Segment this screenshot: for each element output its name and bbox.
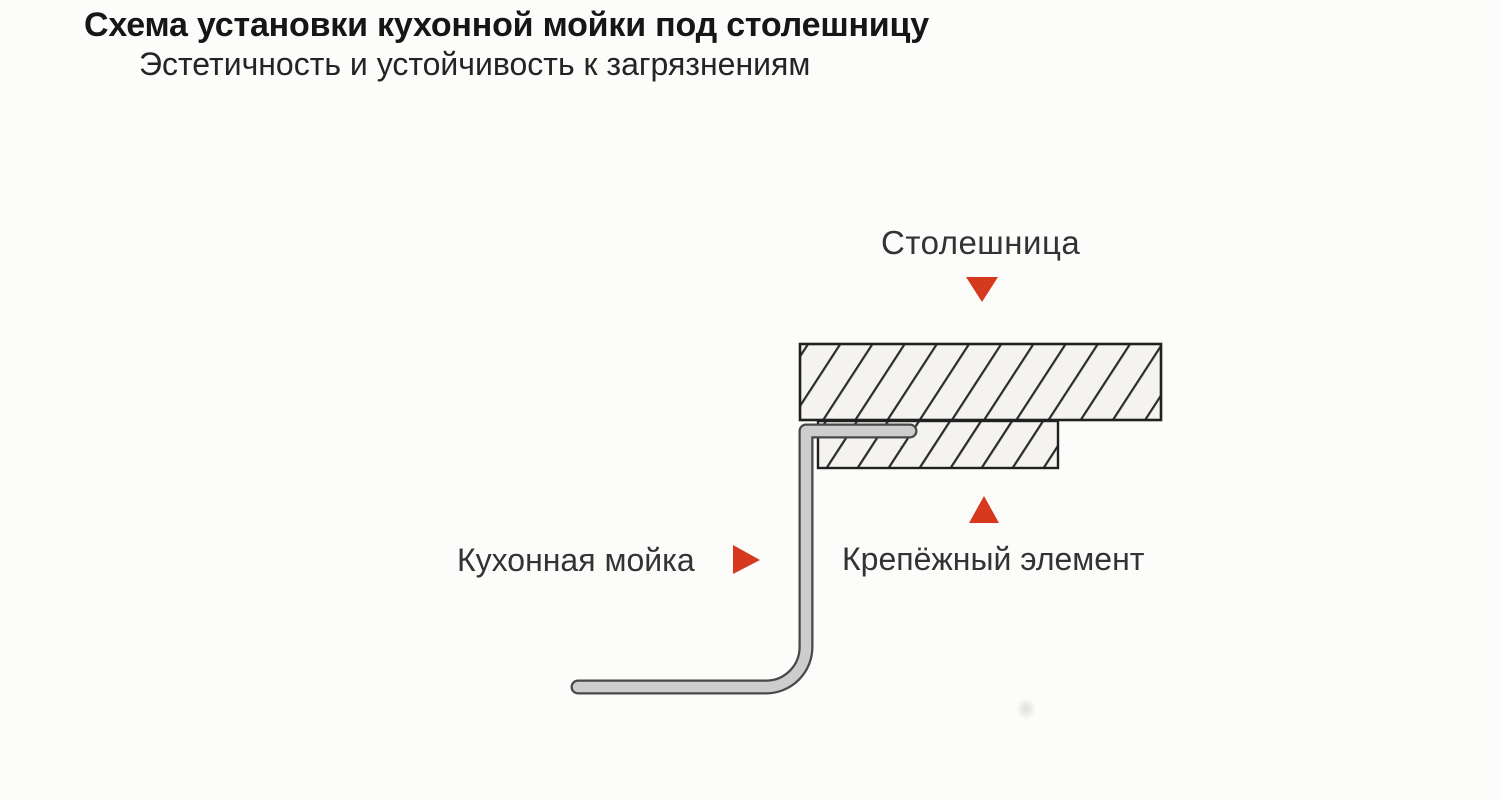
fastener-label: Крепёжный элемент xyxy=(842,541,1145,577)
sink-profile-steel xyxy=(572,425,916,693)
sink-label: Кухонная мойка xyxy=(457,542,695,578)
page-subtitle: Эстетичность и устойчивость к загрязнени… xyxy=(139,46,811,82)
paper-smudge xyxy=(1016,698,1036,720)
arrow-up-icon xyxy=(969,496,999,523)
arrow-right-icon xyxy=(733,545,760,574)
countertop-section xyxy=(798,342,1163,422)
arrow-down-icon xyxy=(966,277,998,302)
countertop-label: Столешница xyxy=(881,224,1081,261)
page-title: Схема установки кухонной мойки под столе… xyxy=(84,6,929,44)
